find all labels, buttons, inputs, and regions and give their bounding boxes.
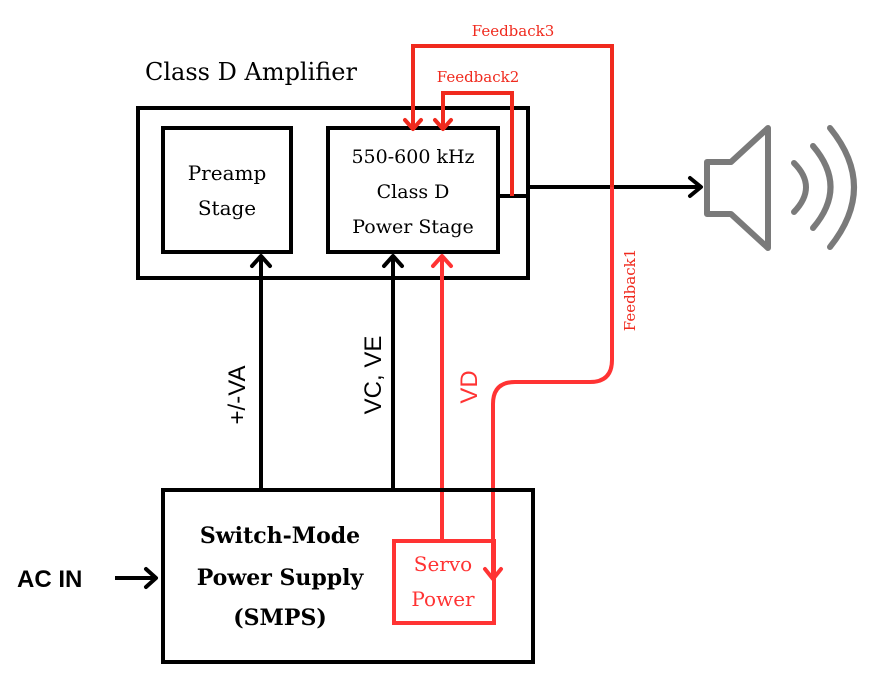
- va-rail-arrowhead: [250, 254, 272, 268]
- vcve-rail-label: VC, VE: [360, 336, 387, 415]
- va-rail-label: +/-VA: [224, 366, 251, 425]
- servo-label-line2: Power: [411, 587, 475, 611]
- servo-label-line1: Servo: [414, 552, 472, 576]
- power-stage-line3: Power Stage: [352, 216, 473, 238]
- smps-label-line2: Power Supply: [197, 565, 365, 591]
- preamp-label-line2: Stage: [198, 196, 256, 220]
- feedback1-path: [491, 187, 614, 578]
- vcve-rail-arrowhead: [382, 254, 404, 268]
- power-stage-line2: Class D: [377, 181, 450, 203]
- feedback2-label: Feedback2: [437, 68, 520, 86]
- feedback1-label: Feedback1: [621, 249, 639, 332]
- speaker-icon: [704, 125, 857, 251]
- preamp-stage-box: [161, 126, 293, 254]
- power-stage-line1: 550-600 kHz: [351, 146, 474, 168]
- ac-in-arrowhead: [144, 567, 158, 589]
- feedback2-path: [441, 91, 514, 196]
- class-d-amplifier-box: [136, 106, 530, 280]
- feedback3-path: [411, 44, 614, 187]
- output-arrowhead: [688, 176, 703, 198]
- smps-label-line3: (SMPS): [233, 605, 327, 631]
- feedback3-arrowhead: [403, 118, 423, 131]
- smps-box: [161, 488, 535, 664]
- amplifier-title: Class D Amplifier: [145, 58, 357, 86]
- vd-rail-arrowhead: [431, 254, 453, 268]
- feedback3-label: Feedback3: [472, 22, 555, 40]
- servo-power-box: [392, 539, 496, 625]
- vd-rail-label: VD: [456, 370, 483, 403]
- ac-in-label: AC IN: [17, 566, 82, 593]
- preamp-label-line1: Preamp: [188, 161, 267, 185]
- feedback2-arrowhead: [433, 118, 453, 131]
- smps-label-line1: Switch-Mode: [200, 523, 360, 549]
